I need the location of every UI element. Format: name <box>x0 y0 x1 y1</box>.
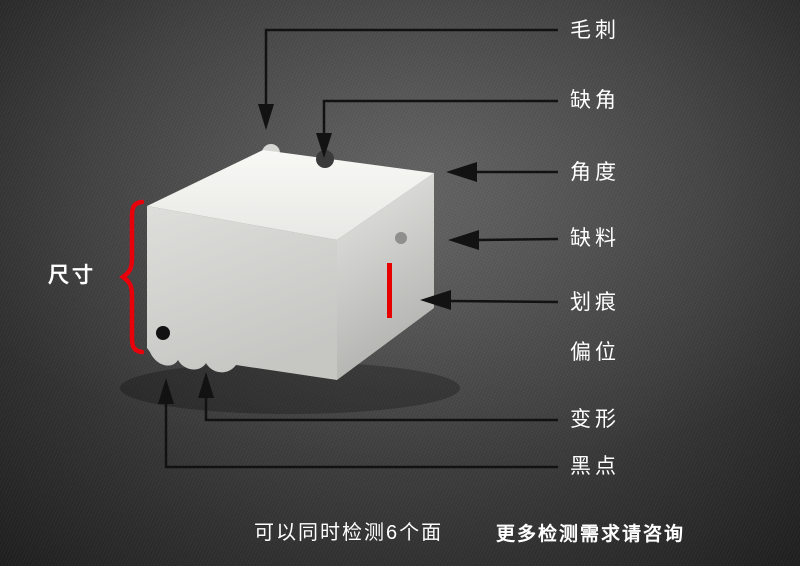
missing-corner-notch-defect <box>316 150 334 168</box>
label-offset: 偏位 <box>570 341 620 364</box>
missing-material-dot-defect <box>395 232 407 244</box>
missing-material-pointer <box>448 230 559 250</box>
missing-material-connector-line <box>477 237 559 242</box>
scratch-arrow-left-icon <box>420 290 451 310</box>
label-black-dot: 黑点 <box>570 455 620 478</box>
scratch-pointer <box>420 290 559 310</box>
missing-corner-pointer <box>316 99 558 158</box>
black-dot-arrow-up-icon <box>158 378 174 404</box>
box-front-face <box>147 206 337 380</box>
black-dot-defect <box>156 326 170 340</box>
missing-corner-arrow-down-icon <box>316 133 332 158</box>
scratch-connector-line <box>449 299 559 304</box>
label-scratch: 划痕 <box>570 291 620 314</box>
label-deformation: 变形 <box>570 408 620 431</box>
missing-corner-connector-line <box>322 99 558 134</box>
angle-arrow-left-icon <box>446 162 477 182</box>
burr-pointer <box>258 28 558 130</box>
dimension-brace <box>119 199 145 355</box>
deformation-arrow-up-icon <box>198 372 214 398</box>
burr-connector-line <box>264 28 558 105</box>
deformation-pointer <box>198 372 558 422</box>
footer-cta-text: 更多检测需求请咨询 <box>496 524 686 545</box>
black-dot-connector-line <box>164 403 558 469</box>
black-dot-pointer <box>158 378 558 469</box>
burr-arrow-down-icon <box>258 104 274 130</box>
deformation-connector-line <box>204 397 558 422</box>
label-missing-material: 缺料 <box>570 227 620 250</box>
label-burr: 毛刺 <box>570 19 620 42</box>
missing-material-arrow-left-icon <box>448 230 479 250</box>
box-right-face <box>337 173 434 380</box>
box-top-face <box>147 150 434 240</box>
footer-claim-text: 可以同时检测6个面 <box>254 522 444 544</box>
angle-pointer <box>446 162 558 182</box>
label-missing-corner: 缺角 <box>570 89 620 112</box>
label-dimension: 尺寸 <box>48 264 96 287</box>
label-angle: 角度 <box>570 161 620 184</box>
scratch-mark-defect <box>387 263 392 318</box>
